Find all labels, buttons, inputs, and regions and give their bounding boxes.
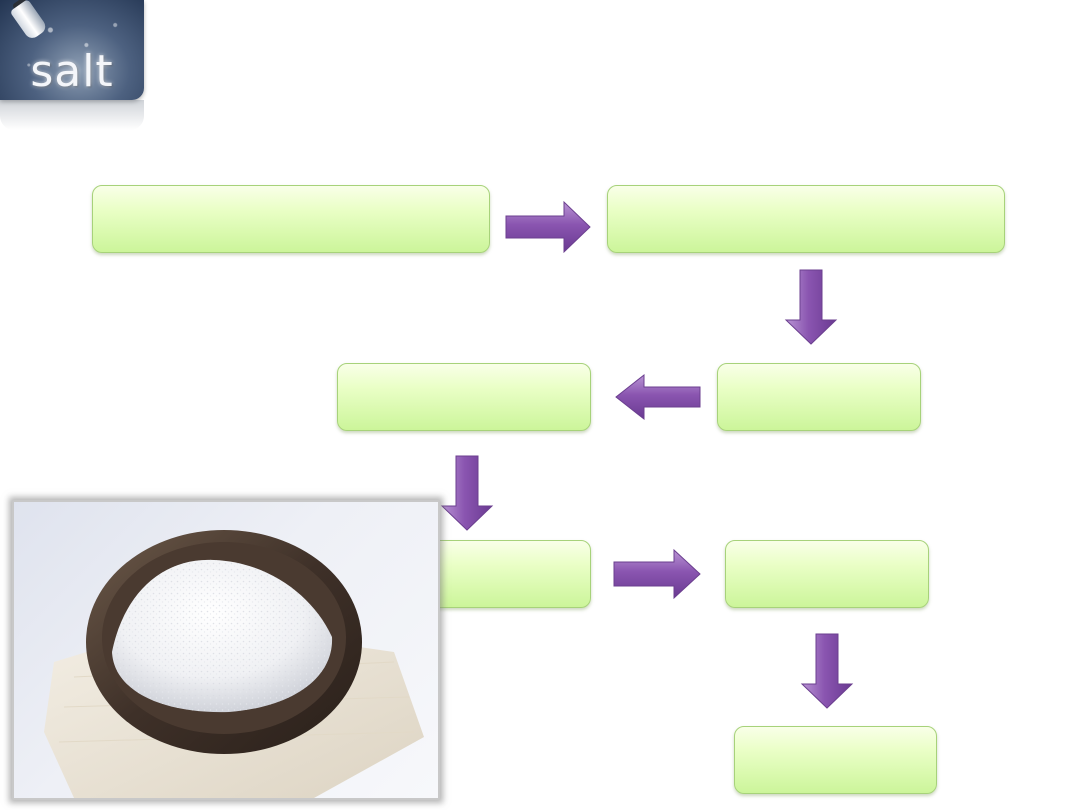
- down-arrow-icon: [800, 633, 854, 709]
- left-arrow-icon: [615, 373, 701, 421]
- down-arrow-icon: [784, 269, 838, 345]
- right-arrow-icon: [505, 200, 591, 254]
- salt-bowl-photo: [12, 500, 440, 800]
- salt-bowl-illustration: [44, 530, 424, 798]
- logo-text: salt: [30, 46, 114, 97]
- down-arrow-icon: [440, 455, 494, 531]
- process-step-1: [92, 185, 490, 253]
- process-step-6: [725, 540, 929, 608]
- process-step-3: [717, 363, 921, 431]
- logo-reflection: [0, 100, 144, 130]
- salt-logo: salt: [0, 0, 144, 100]
- process-step-7: [734, 726, 937, 794]
- process-step-2: [607, 185, 1005, 253]
- right-arrow-icon: [613, 548, 701, 600]
- process-step-4: [337, 363, 591, 431]
- salt-shaker-body: [9, 0, 49, 42]
